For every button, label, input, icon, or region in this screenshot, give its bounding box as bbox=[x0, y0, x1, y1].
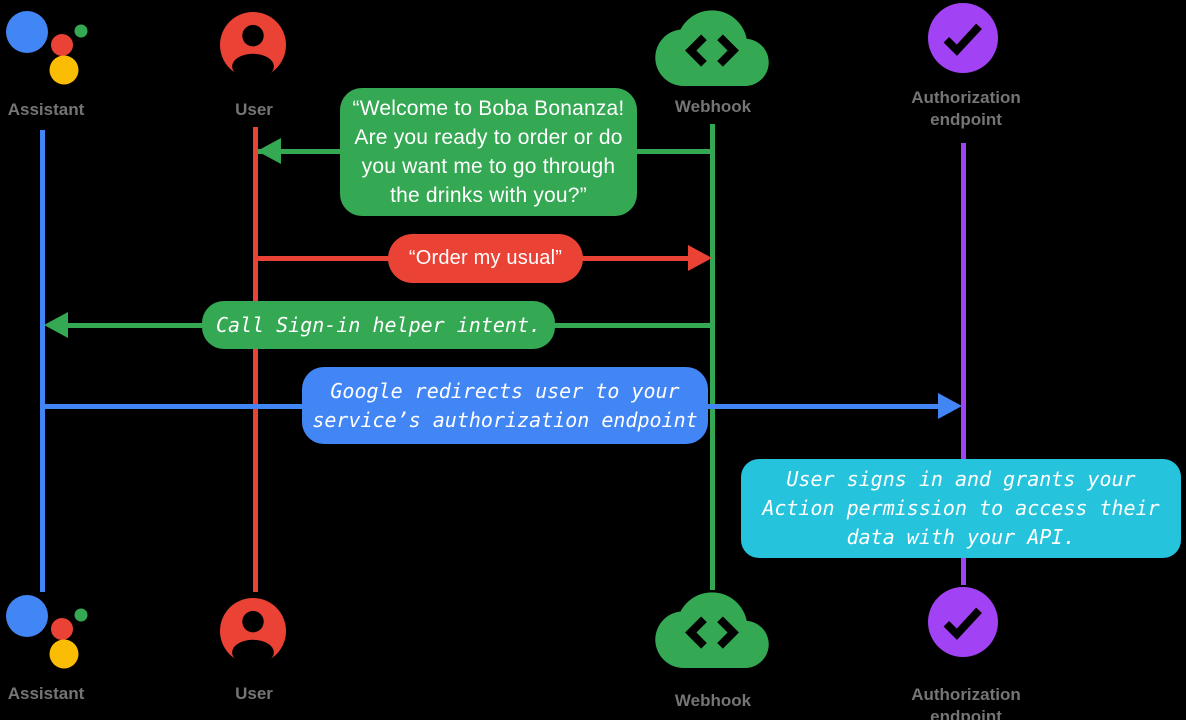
auth-check-icon bbox=[928, 587, 998, 657]
actor-label-auth-top: Authorization endpoint bbox=[911, 88, 1021, 129]
webhook-cloud-icon bbox=[655, 592, 769, 668]
user-icon bbox=[220, 598, 286, 664]
actor-label-assistant-top: Assistant bbox=[7, 100, 85, 119]
lifeline-auth-endpoint bbox=[961, 143, 966, 585]
actor-label-auth-bottom: Authorization endpoint bbox=[911, 685, 1021, 720]
message-welcome: “Welcome to Boba Bonanza! Are you ready … bbox=[340, 88, 637, 216]
google-assistant-logo-icon bbox=[6, 595, 88, 669]
actor-label-webhook-bottom: Webhook bbox=[674, 691, 752, 710]
message-order-usual: “Order my usual” bbox=[388, 234, 583, 283]
message-call-signin: Call Sign-in helper intent. bbox=[202, 301, 555, 349]
arrowhead-right-icon bbox=[938, 393, 962, 419]
webhook-cloud-icon bbox=[655, 10, 769, 86]
user-icon bbox=[220, 12, 286, 78]
lifeline-assistant bbox=[40, 130, 45, 592]
arrowhead-left-icon bbox=[257, 138, 281, 164]
arrowhead-right-icon bbox=[688, 245, 712, 271]
note-user-signs-in: User signs in and grants your Action per… bbox=[741, 459, 1181, 558]
arrowhead-left-icon bbox=[44, 312, 68, 338]
auth-check-icon bbox=[928, 3, 998, 73]
lifeline-user bbox=[253, 127, 258, 592]
message-redirect: Google redirects user to your service’s … bbox=[302, 367, 708, 444]
actor-label-user-bottom: User bbox=[235, 684, 273, 703]
google-assistant-logo-icon bbox=[6, 11, 88, 85]
actor-label-assistant-bottom: Assistant bbox=[7, 684, 85, 703]
lifeline-webhook bbox=[710, 124, 715, 590]
actor-label-user-top: User bbox=[235, 100, 273, 119]
actor-label-webhook-top: Webhook bbox=[674, 97, 752, 116]
